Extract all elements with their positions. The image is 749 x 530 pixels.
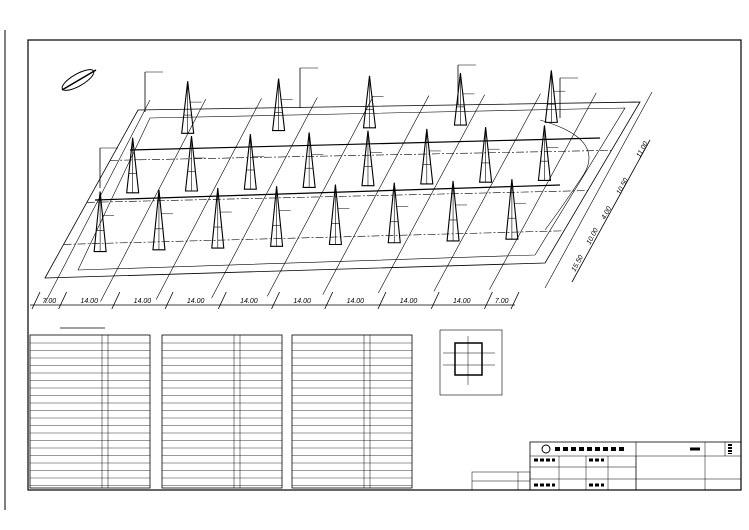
- boundary-curve: [539, 119, 590, 231]
- detail-frame: [439, 329, 503, 396]
- grid-line: [266, 96, 374, 297]
- section-box: [454, 342, 483, 376]
- section-detail: [439, 329, 503, 396]
- dimension-label: 7.00: [495, 298, 509, 305]
- dimension-label: 14.00: [400, 298, 418, 305]
- row-line: [63, 230, 565, 245]
- dimension-label: 14.00: [453, 298, 471, 305]
- drawing-frame: [27, 39, 742, 491]
- dimension-label: 14.00: [187, 298, 205, 305]
- dimension-tick: [164, 291, 174, 310]
- dimension-tick: [430, 291, 440, 310]
- grid-line: [155, 98, 262, 300]
- dimension-label: 7.00: [42, 298, 56, 305]
- table: [161, 334, 283, 489]
- dimension-tick: [111, 291, 121, 310]
- dimension-tick: [217, 291, 227, 310]
- material-tables: [29, 327, 413, 489]
- dimension-tick: [510, 291, 520, 310]
- grid-line: [378, 94, 485, 294]
- platform-outline: [44, 101, 641, 279]
- title-block-frame: [529, 441, 742, 491]
- side-dimension-line: [571, 139, 651, 283]
- pipe: [94, 184, 561, 201]
- grid-line: [489, 92, 597, 290]
- dimension-tick: [484, 291, 493, 310]
- platform-inner: [77, 107, 626, 271]
- isometric-view: [44, 64, 653, 304]
- dimension-label: 14.00: [134, 298, 152, 305]
- grid-line: [544, 91, 653, 289]
- row-line: [86, 190, 588, 203]
- dimension-label: 14.00: [293, 298, 311, 305]
- grid-line: [322, 95, 430, 295]
- company-logo-icon: [541, 444, 551, 454]
- north-arrow-needle: [61, 69, 97, 91]
- dimension-label: 14.00: [80, 298, 98, 305]
- grid-line: [211, 97, 318, 299]
- dimension-tick: [324, 291, 334, 310]
- row-line: [110, 150, 612, 161]
- dimension-tick: [31, 291, 41, 310]
- dimension-tick: [271, 291, 280, 310]
- dimension-tick: [58, 291, 67, 310]
- dimension-label: 14.00: [347, 298, 365, 305]
- table: [29, 334, 151, 489]
- pipe: [129, 137, 601, 151]
- dimension-tick: [377, 291, 387, 310]
- table: [291, 334, 413, 489]
- grid-line: [433, 93, 541, 292]
- dimension-label: 14.00: [240, 298, 258, 305]
- bottom-dimension-line: 7.00 14.00 14.00 14.00 14.00 14.00 14.00 14.00 1…: [30, 291, 520, 310]
- title-block: [471, 441, 742, 491]
- grid-line: [44, 99, 151, 304]
